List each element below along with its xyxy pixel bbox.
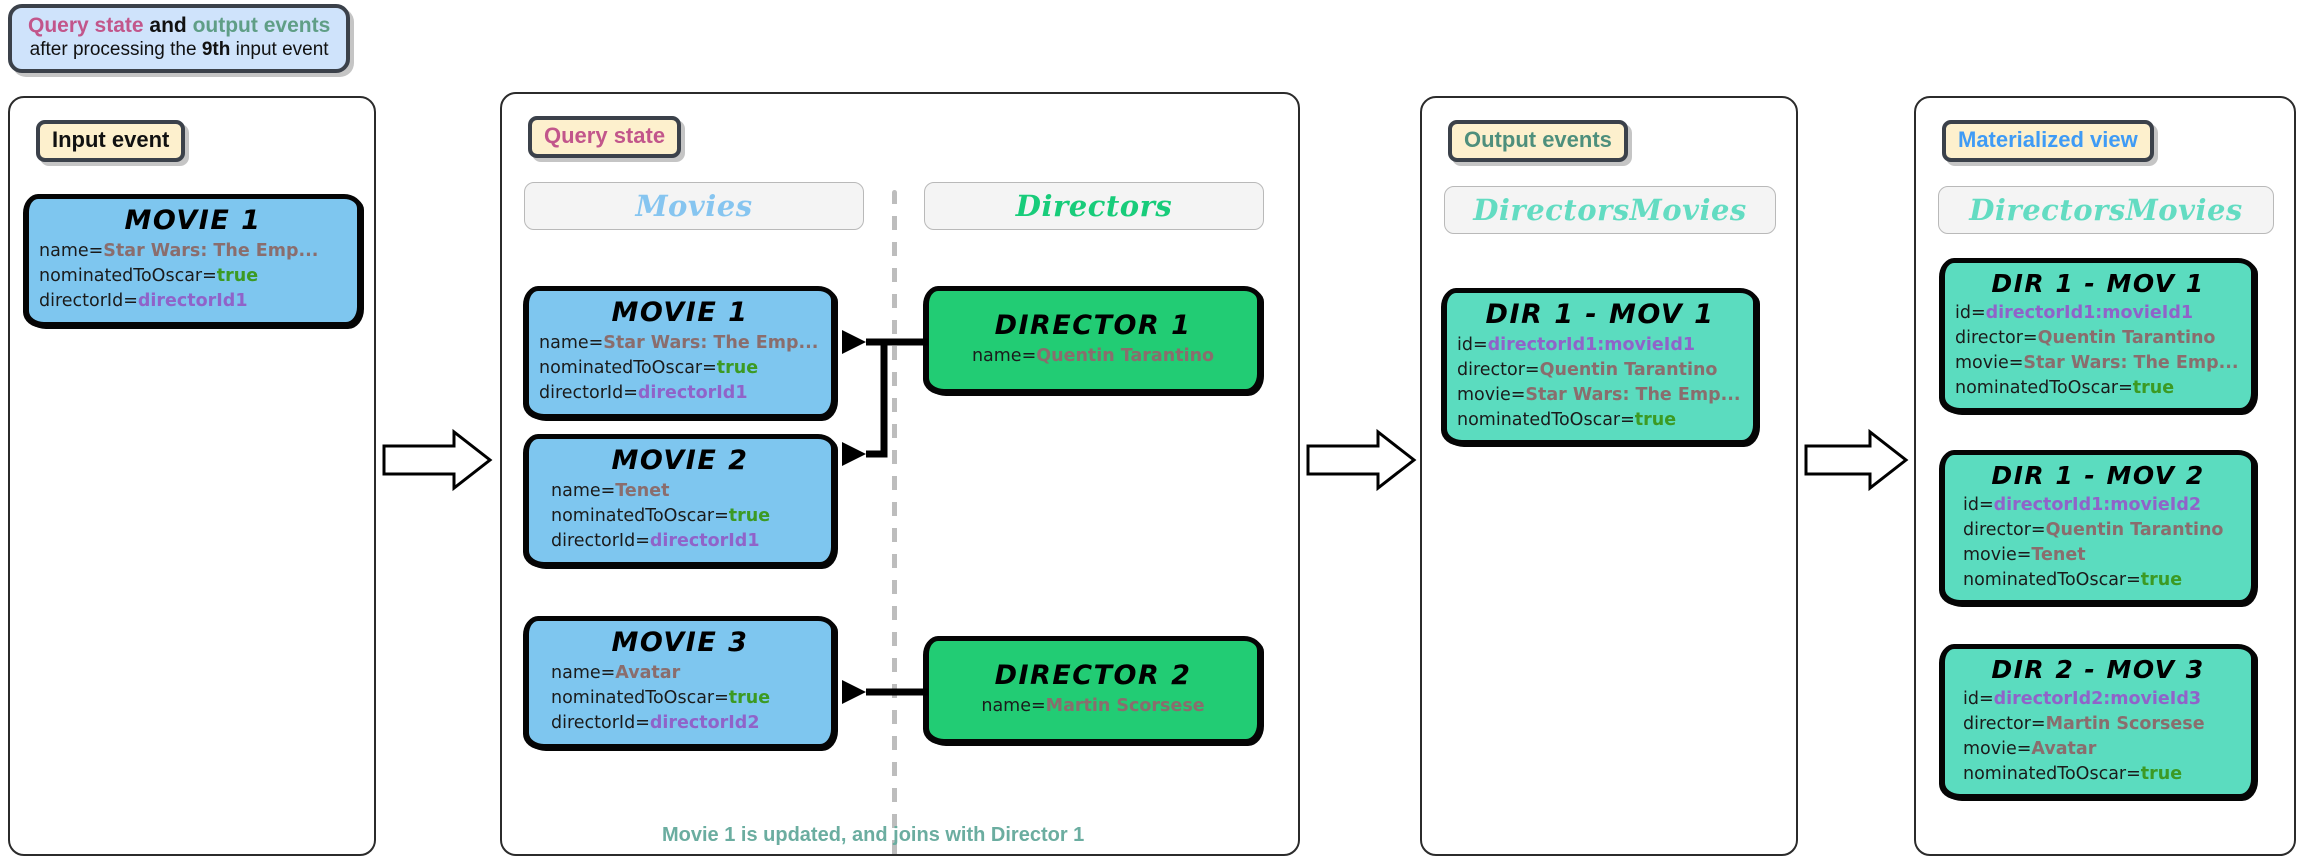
card-output-dir1-mov1[interactable]: Dir 1 - Mov 1 id=directorId1:movieId1 di… [1442, 288, 1758, 446]
card-attr-row: nominatedToOscar=true [539, 357, 759, 378]
card-attr-row: nominatedToOscar=true [1955, 377, 2175, 398]
card-attr-row: name=Star Wars: The Emp... [39, 241, 319, 261]
card-attr-row: nominatedToOscar=true [1457, 409, 1677, 430]
flow-arrow-input-to-query [382, 428, 493, 492]
join-arrow-director1 [842, 330, 928, 466]
card-movie-2[interactable]: Movie 2 name=Tenet nominatedToOscar=true… [524, 434, 836, 567]
card-attr-row: name=Martin Scorsese [981, 695, 1205, 716]
card-director-1[interactable]: Director 1 name=Quentin Tarantino [924, 286, 1262, 394]
card-attr-row: name=Tenet [551, 481, 670, 501]
card-attr-row: director=Quentin Tarantino [1955, 327, 2216, 348]
card-title: Movie 2 [611, 445, 749, 476]
panel-tag-input-event: Input event [36, 120, 186, 162]
column-divider [892, 190, 897, 864]
banner-event-ordinal: 9th [201, 38, 231, 60]
banner-query-state-text: Query state [28, 14, 144, 37]
card-attr-row: id=directorId1:movieId1 [1955, 303, 2194, 323]
panel-tag-output-events: Output events [1448, 120, 1628, 162]
card-title: Dir 1 - Mov 1 [1991, 269, 2205, 298]
card-attr-row: movie=Star Wars: The Emp... [1955, 352, 2239, 373]
title-banner: Query state and output events after proc… [8, 4, 351, 74]
card-input-movie-1[interactable]: Movie 1 name=Star Wars: The Emp... nomin… [24, 194, 362, 327]
card-attr-row: director=Martin Scorsese [1963, 713, 2205, 734]
card-attr-row: nominatedToOscar=true [1963, 569, 2183, 590]
panel-query-state: Query state Movies Directors Movie 1 nam… [500, 92, 1300, 864]
flow-arrow-output-to-view [1804, 428, 1909, 492]
card-title: Director 2 [994, 659, 1192, 691]
entity-pill-directorsmovies-view: DirectorsMovies [1938, 186, 2274, 234]
card-attr-row: nominatedToOscar=true [551, 687, 771, 708]
card-attr-row: movie=Tenet [1963, 544, 2086, 565]
card-title: Dir 1 - Mov 2 [1991, 461, 2205, 490]
entity-pill-directors: Directors [924, 182, 1264, 230]
card-attr-row: name=Star Wars: The Emp... [539, 333, 819, 353]
card-title: Movie 1 [124, 205, 262, 236]
banner-line-1: Query state and output events [28, 14, 330, 39]
card-attr-row: name=Quentin Tarantino [971, 345, 1215, 366]
card-attr-row: nominatedToOscar=true [1963, 763, 2183, 784]
card-director-2[interactable]: Director 2 name=Martin Scorsese [924, 636, 1262, 744]
card-view-dir1-mov1[interactable]: Dir 1 - Mov 1 id=directorId1:movieId1 di… [1940, 258, 2256, 414]
card-attr-row: directorId=directorId1 [39, 290, 248, 311]
panel-tag-query-state: Query state [528, 116, 682, 158]
banner-line2-pre: after processing the [29, 38, 202, 60]
card-attr-row: directorId=directorId2 [551, 712, 760, 733]
query-state-caption: Movie 1 is updated, and joins with Direc… [662, 824, 1085, 846]
card-movie-3[interactable]: Movie 3 name=Avatar nominatedToOscar=tru… [524, 616, 836, 749]
card-title: Movie 3 [611, 627, 749, 658]
card-title: Dir 2 - Mov 3 [1991, 655, 2205, 684]
card-title: Director 1 [994, 309, 1192, 341]
card-attr-row: name=Avatar [551, 663, 681, 683]
banner-line2-post: input event [230, 38, 329, 60]
card-title: Dir 1 - Mov 1 [1485, 299, 1715, 330]
card-view-dir2-mov3[interactable]: Dir 2 - Mov 3 id=directorId2:movieId3 di… [1940, 644, 2256, 800]
card-attr-row: director=Quentin Tarantino [1457, 359, 1718, 380]
entity-pill-directorsmovies-output: DirectorsMovies [1444, 186, 1776, 234]
card-attr-row: movie=Star Wars: The Emp... [1457, 384, 1741, 405]
banner-and-text: and [143, 14, 193, 37]
entity-pill-movies: Movies [524, 182, 864, 230]
card-attr-row: id=directorId1:movieId2 [1963, 495, 2202, 515]
card-attr-row: director=Quentin Tarantino [1963, 519, 2224, 540]
panel-input-event: Input event Movie 1 name=Star Wars: The … [8, 96, 376, 856]
flow-arrow-query-to-output [1306, 428, 1417, 492]
banner-output-events-text: output events [192, 14, 331, 37]
panel-materialized-view: Materialized view DirectorsMovies Dir 1 … [1914, 96, 2296, 856]
card-view-dir1-mov2[interactable]: Dir 1 - Mov 2 id=directorId1:movieId2 di… [1940, 450, 2256, 606]
card-attr-row: id=directorId2:movieId3 [1963, 689, 2202, 709]
card-attr-row: nominatedToOscar=true [551, 505, 771, 526]
card-attr-row: nominatedToOscar=true [39, 265, 259, 286]
card-attr-row: id=directorId1:movieId1 [1457, 335, 1696, 355]
card-movie-1[interactable]: Movie 1 name=Star Wars: The Emp... nomin… [524, 286, 836, 419]
card-attr-row: directorId=directorId1 [551, 530, 760, 551]
banner-line-2: after processing the 9th input event [28, 39, 330, 61]
panel-output-events: Output events DirectorsMovies Dir 1 - Mo… [1420, 96, 1798, 856]
panel-tag-materialized-view: Materialized view [1942, 120, 2154, 162]
card-title: Movie 1 [611, 297, 749, 328]
card-attr-row: directorId=directorId1 [539, 382, 748, 403]
join-arrow-director2 [842, 680, 928, 704]
card-attr-row: movie=Avatar [1963, 738, 2097, 759]
